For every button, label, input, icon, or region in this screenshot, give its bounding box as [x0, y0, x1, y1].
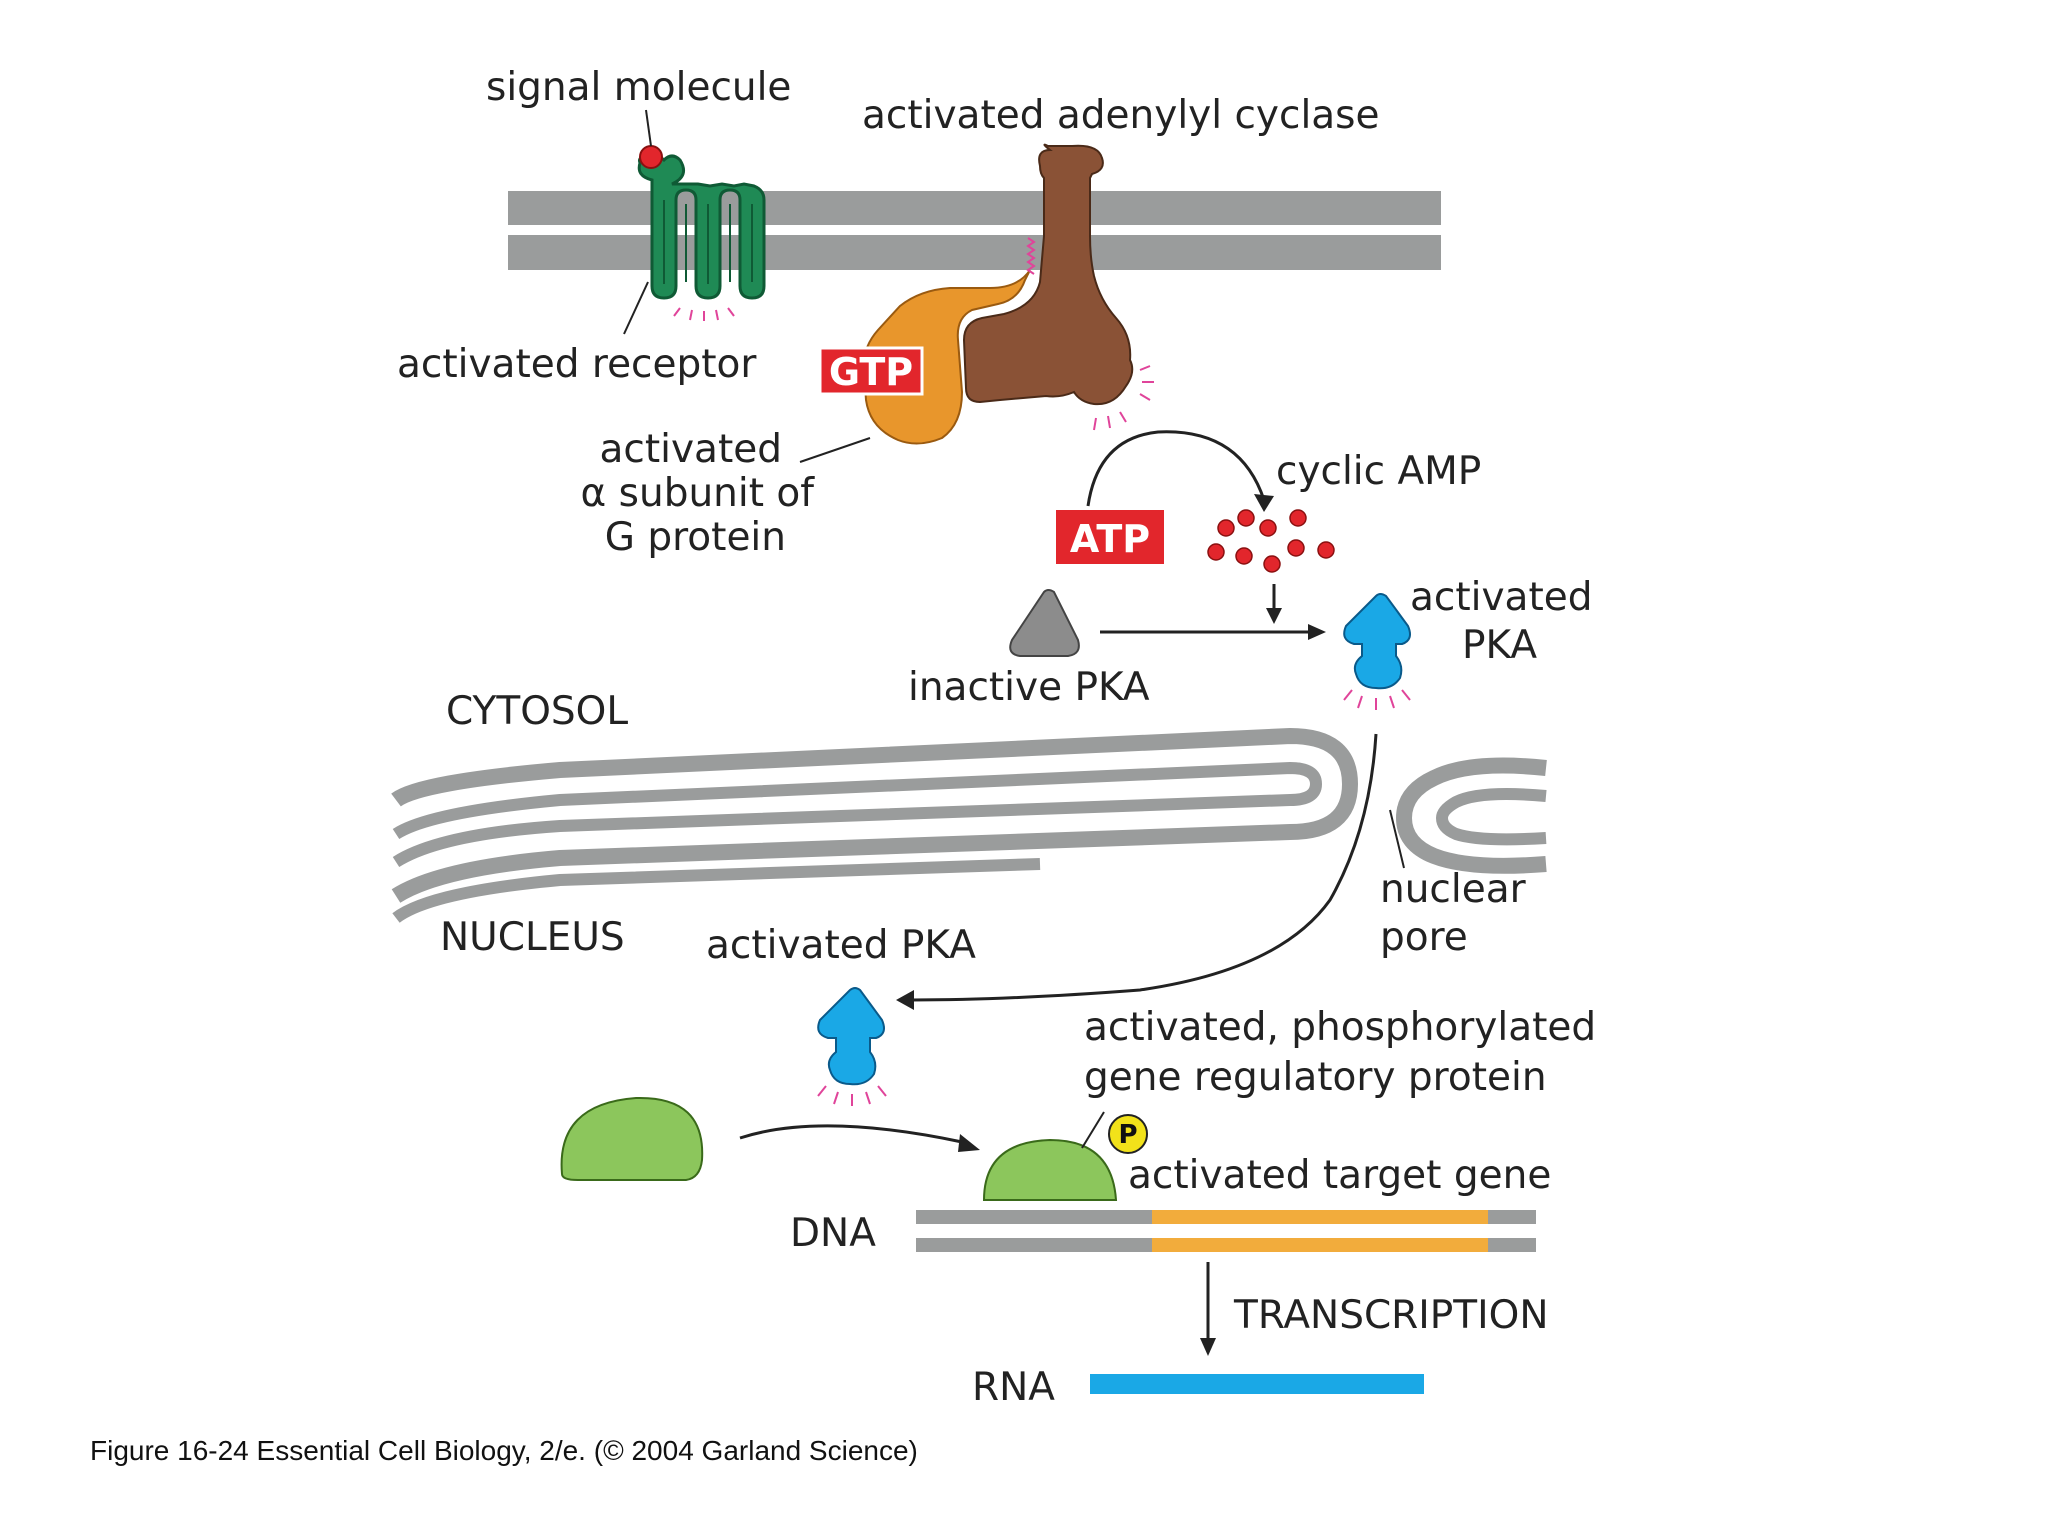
cyclic-amp-label: cyclic AMP: [1276, 449, 1481, 494]
g-protein-alpha-subunit: [862, 269, 1031, 445]
signal-molecule-label: signal molecule: [486, 65, 791, 110]
cyclase-activity-rays: [1093, 365, 1154, 431]
inactive-pka-label: inactive PKA: [908, 665, 1150, 710]
protein-activation-arrow: [739, 1124, 963, 1144]
signal-molecule-dot: [639, 145, 663, 169]
inactive-pka-shape: [1009, 589, 1080, 657]
rna-label: RNA: [972, 1365, 1055, 1410]
phospho-protein-label-line2: gene regulatory protein: [1084, 1055, 1547, 1100]
activated-target-gene-label: activated target gene: [1128, 1153, 1551, 1198]
svg-text:GTP: GTP: [829, 350, 913, 394]
gene-regulatory-protein-active: [982, 1138, 1118, 1201]
activated-adenylyl-cyclase-label: activated adenylyl cyclase: [862, 93, 1380, 138]
pka-nuclear-import-arrow: [911, 733, 1378, 1002]
activated-pka-nucleus-label: activated PKA: [706, 923, 976, 968]
adenylyl-cyclase: [962, 143, 1154, 431]
plasma-membrane: [508, 191, 1441, 270]
nuclear-envelope: [391, 727, 1547, 923]
atp-to-camp-arrow: [1086, 430, 1266, 507]
atp-box: ATP: [1056, 510, 1164, 564]
svg-text:P: P: [1118, 1120, 1137, 1150]
gtp-box: GTP: [818, 346, 924, 396]
activated-alpha-label-line2: α subunit of: [581, 471, 816, 516]
activated-receptor-protein: [637, 152, 766, 321]
cyclic-amp-dots: [1207, 509, 1335, 573]
transcription-label: TRANSCRIPTION: [1233, 1293, 1549, 1338]
nucleus-label: NUCLEUS: [440, 915, 625, 960]
rna-strand: [1090, 1374, 1424, 1394]
svg-text:ATP: ATP: [1070, 517, 1150, 561]
gene-regulatory-protein-inactive: [560, 1096, 704, 1181]
pka-top-activity-rays: [1343, 689, 1411, 710]
dna-double-strand: [916, 1210, 1536, 1252]
receptor-activity-rays: [673, 307, 735, 321]
nuclear-pore-label-line1: nuclear: [1380, 867, 1527, 912]
activated-alpha-label-line3: G protein: [605, 515, 786, 560]
nuclear-pore-label-line2: pore: [1380, 915, 1468, 960]
lipid-anchor: [1026, 237, 1036, 275]
activated-alpha-label-line1: activated: [600, 427, 783, 472]
figure-caption: Figure 16-24 Essential Cell Biology, 2/e…: [90, 1435, 918, 1466]
activated-pka-nucleus-shape: [817, 987, 887, 1106]
activated-receptor-label: activated receptor: [397, 342, 757, 387]
pka-nucleus-activity-rays: [817, 1085, 887, 1106]
cytosol-label: CYTOSOL: [446, 689, 628, 734]
activated-pka-top-label-line2: PKA: [1462, 623, 1537, 668]
activated-pka-top-label-line1: activated: [1410, 575, 1593, 620]
dna-label: DNA: [790, 1211, 876, 1256]
activated-pka-top-shape: [1343, 593, 1411, 710]
phospho-protein-label-line1: activated, phosphorylated: [1084, 1005, 1596, 1050]
target-gene-segment: [1152, 1210, 1488, 1224]
phosphate-group: P: [1108, 1114, 1148, 1154]
